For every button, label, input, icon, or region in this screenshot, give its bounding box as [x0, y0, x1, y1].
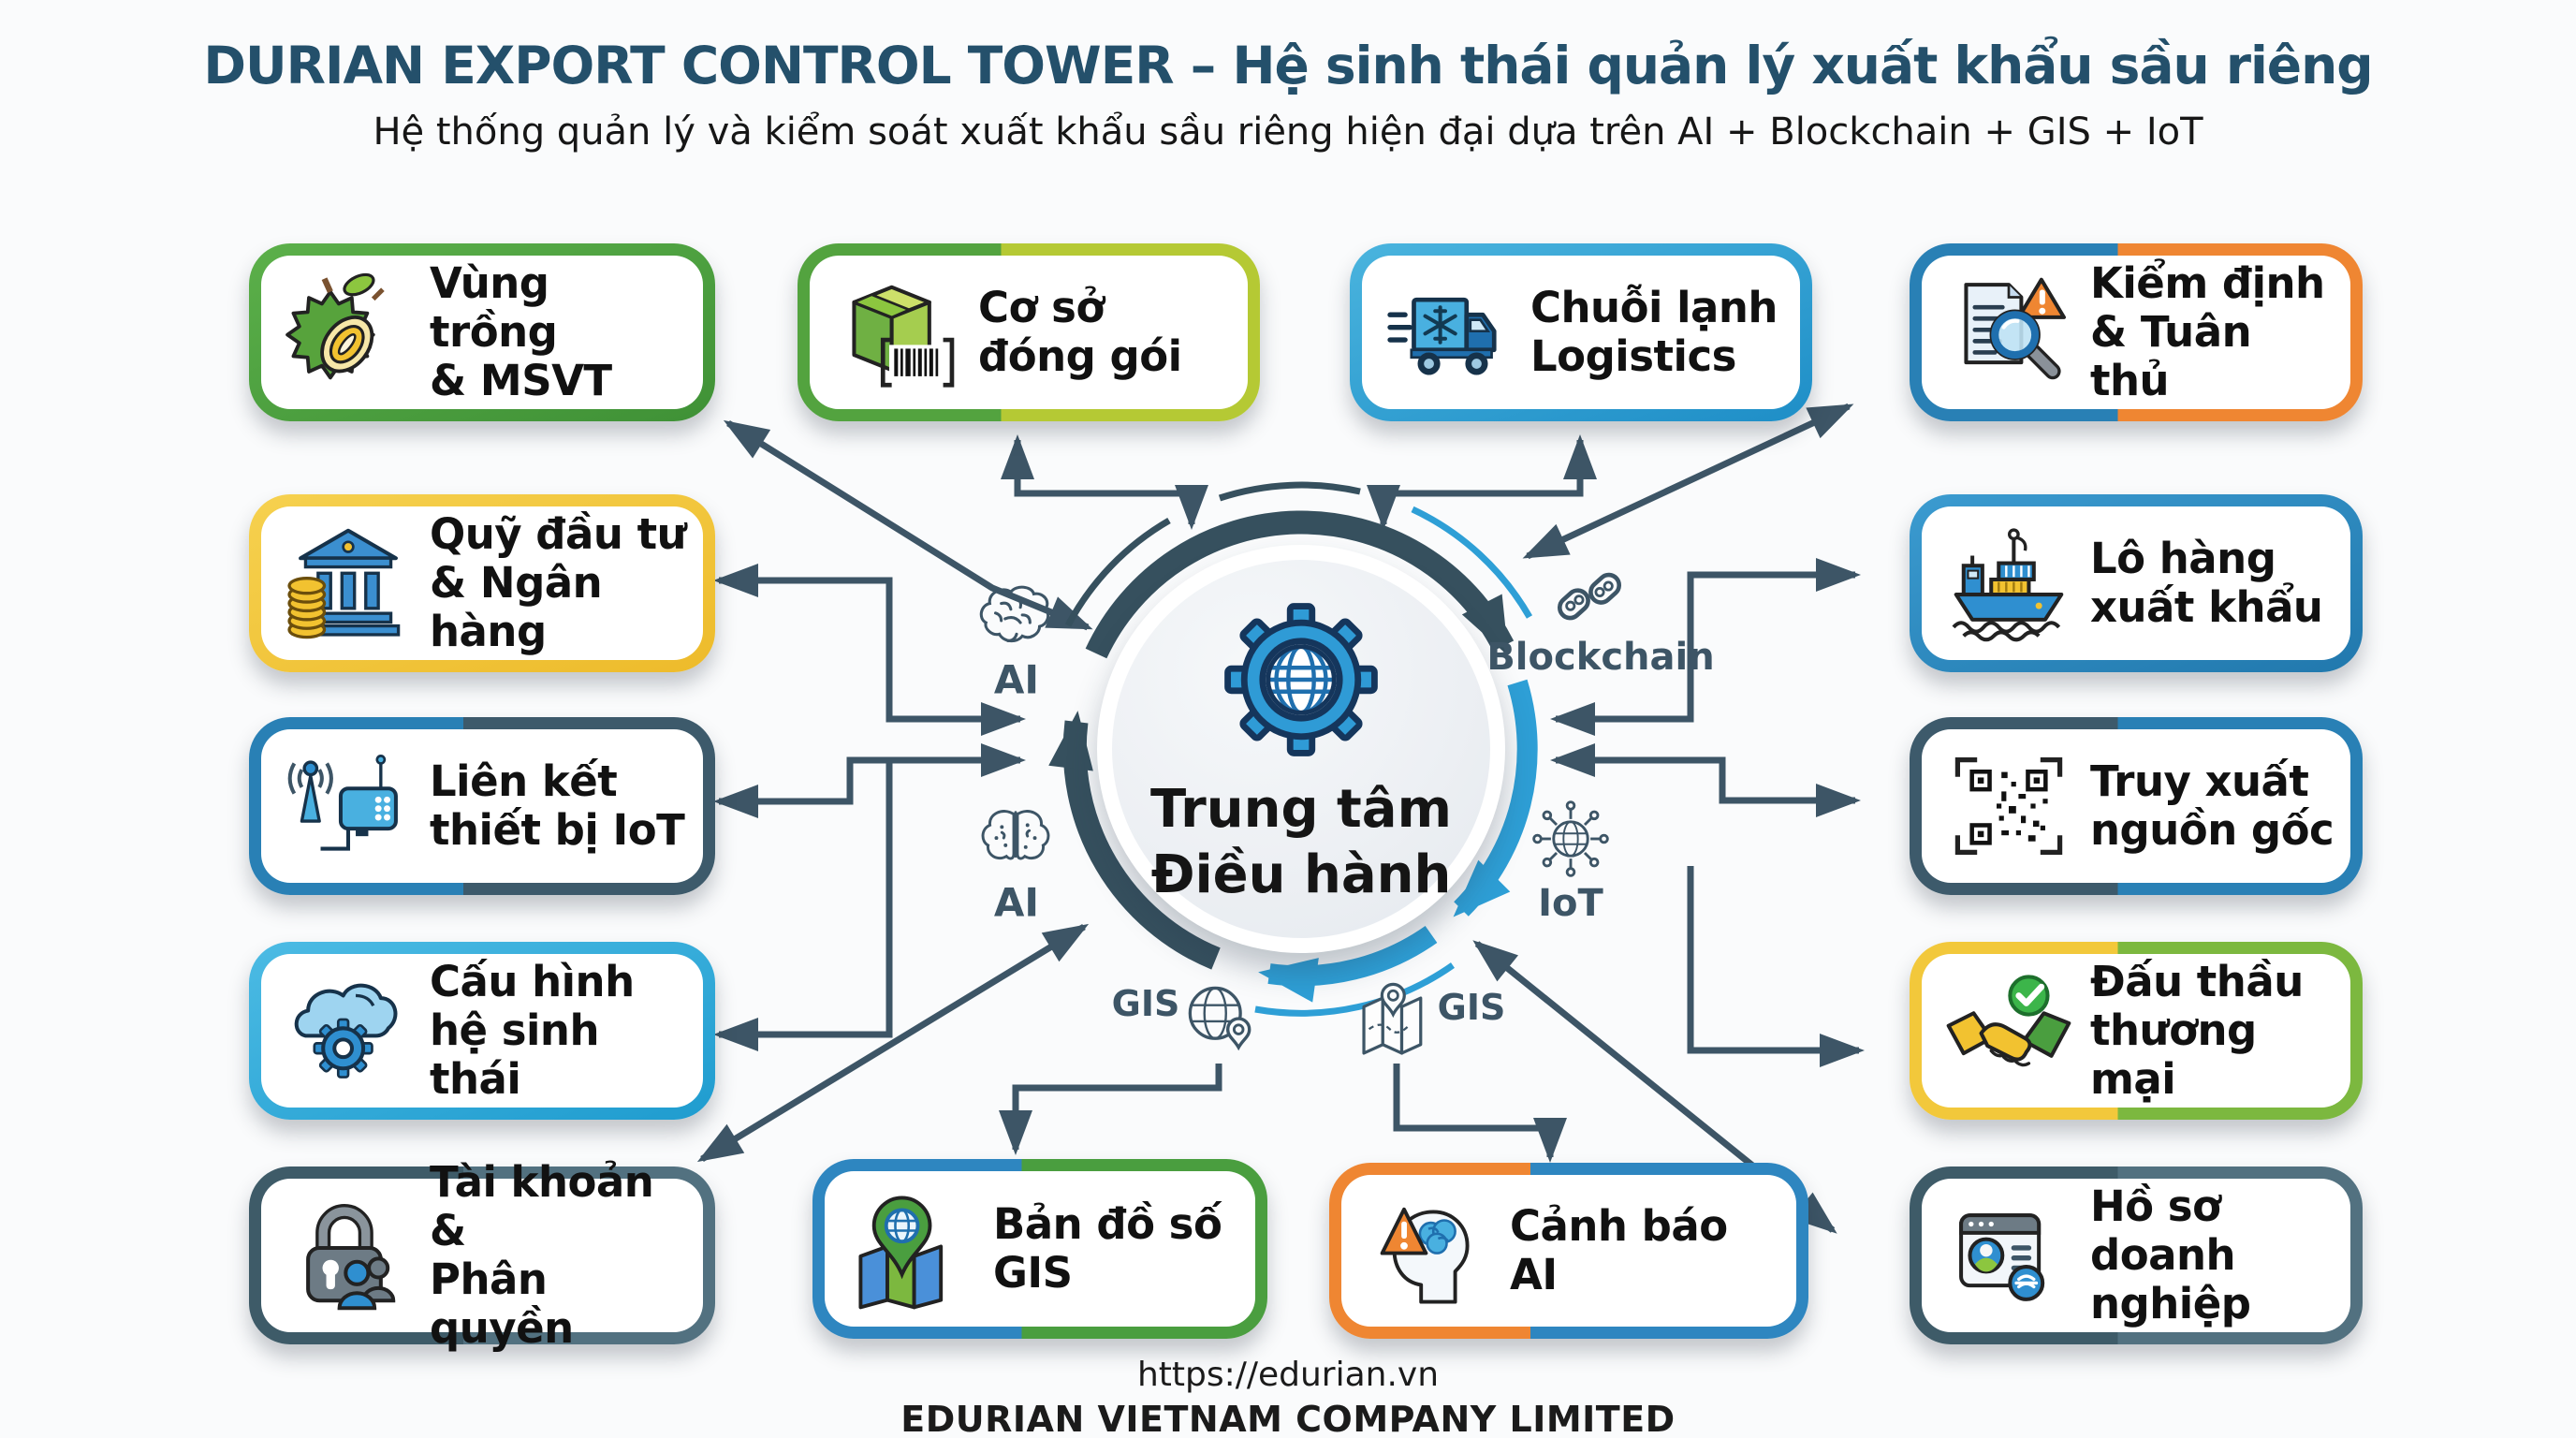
node-label: Liên kết thiết bị IoT: [430, 756, 685, 855]
package-barcode-icon: [830, 262, 963, 403]
control-center-label: Trung tâm Điều hành: [1150, 779, 1452, 905]
hub-label-ai-top: AI: [993, 656, 1040, 703]
map-pin-globe-icon: [845, 1179, 978, 1319]
node-chuoi-lanh: Chuỗi lạnh Logistics: [1350, 243, 1812, 421]
page-subtitle: Hệ thống quản lý và kiểm soát xuất khẩu …: [373, 110, 2203, 154]
node-label: Tài khoản & Phân quyền: [430, 1156, 654, 1354]
node-label: Bản đồ số GIS: [993, 1198, 1222, 1298]
node-label: Đấu thầu thương mại: [2090, 956, 2304, 1105]
node-dau-thau: Đấu thầu thương mại: [1910, 942, 2363, 1120]
hub-label-ai-bottom: AI: [993, 879, 1040, 926]
inspection-doc-icon: [1942, 262, 2075, 403]
durian-icon: [282, 262, 415, 403]
node-quy-dau-tu: Quỹ đầu tư & Ngân hàng: [249, 494, 715, 672]
lock-users-icon: [282, 1185, 415, 1326]
node-cau-hinh: Cấu hình hệ sinh thái: [249, 942, 715, 1120]
node-label: Lô hàng xuất khẩu: [2090, 533, 2323, 632]
node-label: Cơ sở đóng gói: [978, 282, 1182, 381]
node-label: Hồ sơ doanh nghiệp: [2090, 1181, 2251, 1329]
ai-alert-icon: [1362, 1181, 1495, 1321]
node-label: Cảnh báo AI: [1510, 1200, 1728, 1299]
cold-truck-icon: [1383, 262, 1515, 403]
brain-top-icon: [974, 800, 1057, 886]
hub-label-blockchain: Blockchain: [1486, 636, 1715, 679]
gear-globe-icon: [1224, 603, 1378, 756]
hub-label-gis-right: GIS: [1437, 987, 1506, 1028]
node-tai-khoan: Tài khoản & Phân quyền: [249, 1157, 715, 1353]
footer-url: https://edurian.vn: [1136, 1356, 1440, 1394]
footer-company: EDURIAN VIETNAM COMPANY LIMITED: [900, 1399, 1676, 1438]
qr-code-icon: [1942, 736, 2075, 876]
node-co-so-dong-goi: Cơ sở đóng gói: [798, 243, 1260, 421]
node-lien-ket-iot: Liên kết thiết bị IoT: [249, 717, 715, 895]
brain-side-icon: [973, 577, 1059, 667]
bank-coins-icon: [282, 513, 415, 653]
business-profile-icon: [1942, 1185, 2075, 1326]
node-canh-bao-ai: Cảnh báo AI: [1329, 1163, 1808, 1339]
control-center-hub: Trung tâm Điều hành: [1097, 545, 1505, 953]
hub-label-gis-left: GIS: [1111, 983, 1180, 1024]
iot-network-icon: [1526, 794, 1616, 888]
node-label: Vùng trồng & MSVT: [430, 257, 612, 406]
blockchain-chain-icon: [1546, 554, 1632, 644]
gis-folded-map-icon: [1354, 977, 1440, 1067]
node-label: Chuỗi lạnh Logistics: [1530, 282, 1778, 381]
cloud-gear-icon: [282, 961, 415, 1101]
node-label: Quỹ đầu tư & Ngân hàng: [430, 508, 687, 657]
handshake-check-icon: [1942, 961, 2075, 1101]
node-ban-do-gis: Bản đồ số GIS: [812, 1159, 1267, 1339]
hub-label-iot: IoT: [1538, 882, 1603, 925]
node-ho-so: Hồ sơ doanh nghiệp: [1910, 1167, 2363, 1344]
iot-device-icon: [282, 736, 415, 876]
node-label: Kiểm định & Tuân thủ: [2090, 257, 2325, 406]
cargo-ship-icon: [1942, 513, 2075, 653]
node-vung-trong: Vùng trồng & MSVT: [249, 243, 715, 421]
gis-globe-pin-icon: [1176, 976, 1266, 1069]
node-truy-xuat: Truy xuất nguồn gốc: [1910, 717, 2363, 895]
control-center-face: Trung tâm Điều hành: [1112, 560, 1490, 938]
node-label: Truy xuất nguồn gốc: [2090, 756, 2334, 855]
node-kiem-dinh: Kiểm định & Tuân thủ: [1910, 243, 2363, 421]
node-lo-hang: Lô hàng xuất khẩu: [1910, 494, 2363, 672]
page-title: DURIAN EXPORT CONTROL TOWER – Hệ sinh th…: [203, 36, 2373, 95]
node-label: Cấu hình hệ sinh thái: [430, 956, 635, 1105]
